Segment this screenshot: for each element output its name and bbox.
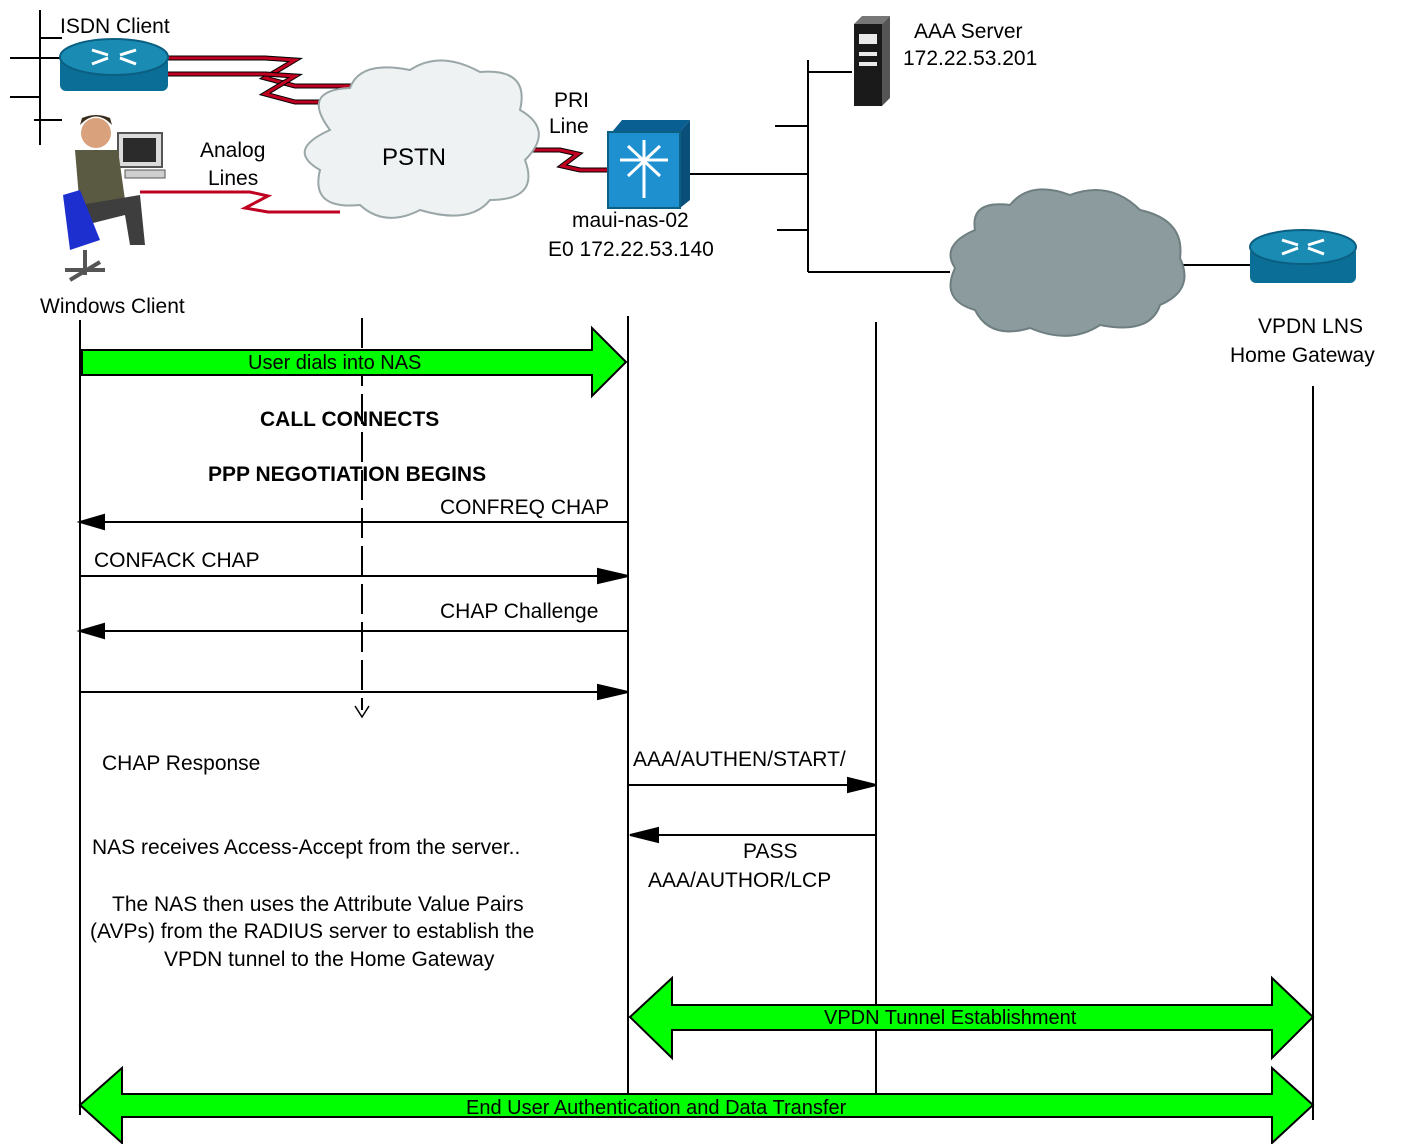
isdn-lan-lines — [10, 10, 62, 145]
analog-lines-label-2: Lines — [208, 167, 258, 190]
tower-server-icon — [854, 16, 890, 106]
aaa-author-label: AAA/AUTHOR/LCP — [648, 869, 831, 892]
confack-label: CONFACK CHAP — [94, 549, 260, 572]
aaa-server-address-label: 172.22.53.201 — [903, 47, 1037, 70]
pass-label: PASS — [743, 840, 797, 863]
windows-client-label: Windows Client — [40, 295, 185, 318]
analog-line-links — [140, 192, 340, 212]
lns-label-1: VPDN LNS — [1258, 315, 1363, 338]
user-at-computer-icon — [63, 115, 165, 280]
end-user-label: End User Authentication and Data Transfe… — [466, 1097, 847, 1119]
isdn-client-label: ISDN Client — [60, 15, 170, 38]
vpdn-tunnel-label: VPDN Tunnel Establishment — [824, 1007, 1077, 1029]
internet-cloud-icon — [951, 189, 1185, 335]
access-server-icon — [608, 120, 690, 208]
call-connects-label: CALL CONNECTS — [260, 408, 439, 431]
chap-challenge-label: CHAP Challenge — [440, 600, 598, 623]
chap-response-label: CHAP Response — [102, 752, 260, 775]
router-icon — [60, 39, 168, 91]
lifelines — [80, 316, 1313, 1120]
pri-line-label-2: Line — [549, 115, 589, 138]
pri-line-label-1: PRI — [554, 89, 589, 112]
dial-label: User dials into NAS — [248, 352, 421, 374]
avp-text-line-1: The NAS then uses the Attribute Value Pa… — [112, 893, 524, 916]
avp-text-line-2: (AVPs) from the RADIUS server to establi… — [90, 920, 534, 943]
ppp-begins-label: PPP NEGOTIATION BEGINS — [208, 463, 486, 486]
aaa-server-name-label: AAA Server — [914, 20, 1023, 43]
lns-label-2: Home Gateway — [1230, 344, 1375, 367]
pri-line-link — [533, 150, 610, 170]
aaa-authen-label: AAA/AUTHEN/START/ — [633, 748, 846, 771]
avp-text-line-3: VPDN tunnel to the Home Gateway — [164, 948, 495, 971]
analog-lines-label-1: Analog — [200, 139, 265, 162]
nas-address-label: E0 172.22.53.140 — [548, 238, 714, 261]
pstn-label: PSTN — [382, 144, 446, 171]
nas-name-label: maui-nas-02 — [572, 209, 689, 232]
access-accept-label: NAS receives Access-Accept from the serv… — [92, 836, 520, 859]
lns-router-icon — [1250, 230, 1356, 283]
confreq-label: CONFREQ CHAP — [440, 496, 609, 519]
